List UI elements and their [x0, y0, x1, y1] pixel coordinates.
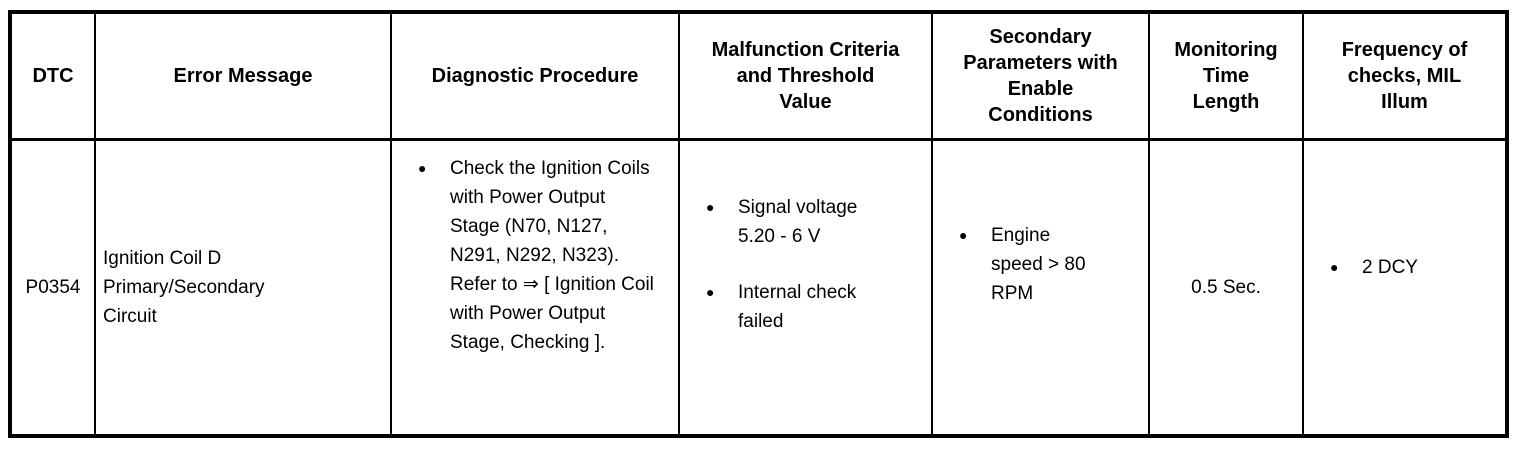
bullet-icon: ● — [706, 283, 715, 300]
column-header-frequency: Frequency of checks, MIL Illum — [1302, 11, 1508, 141]
column-header-label: Monitoring Time Length — [1174, 38, 1278, 113]
table-header-row: DTC Error Message Diagnostic Procedure M… — [9, 11, 1508, 141]
column-header-error-message: Error Message — [94, 11, 392, 141]
cell-dtc-code: P0354 — [9, 138, 96, 437]
list-item: ● Check the Ignition Coils with Power Ou… — [393, 154, 677, 357]
list-item: ● Engine speed > 80 RPM — [934, 221, 1147, 308]
cell-diagnostic-procedure: ● Check the Ignition Coils with Power Ou… — [390, 138, 680, 437]
cell-frequency: ● 2 DCY — [1302, 138, 1508, 437]
list-item: ● 2 DCY — [1305, 253, 1505, 282]
malfunction-criteria-text: Signal voltage 5.20 - 6 V — [738, 196, 858, 247]
dtc-code: P0354 — [25, 276, 81, 298]
bullet-icon: ● — [1330, 258, 1339, 275]
cell-secondary-parameters: ● Engine speed > 80 RPM — [931, 138, 1150, 437]
column-header-label: Diagnostic Procedure — [431, 64, 639, 87]
cell-error-message: Ignition Coil D Primary/Secondary Circui… — [94, 138, 392, 437]
diagnostic-procedure-text: Check the Ignition Coils with Power Outp… — [450, 157, 654, 353]
cell-monitoring-time: 0.5 Sec. — [1148, 138, 1304, 437]
column-header-label: Secondary Parameters with Enable Conditi… — [963, 25, 1118, 126]
column-header-malfunction-criteria: Malfunction Criteria and Threshold Value — [678, 11, 933, 141]
column-header-dtc: DTC — [9, 11, 96, 141]
monitoring-time-text: 0.5 Sec. — [1191, 276, 1261, 298]
column-header-diagnostic-procedure: Diagnostic Procedure — [390, 11, 680, 141]
list-item: ● Signal voltage 5.20 - 6 V — [681, 193, 930, 251]
list-item: ● Internal check failed — [681, 278, 930, 336]
dtc-table: DTC Error Message Diagnostic Procedure M… — [8, 10, 1509, 438]
column-header-secondary-parameters: Secondary Parameters with Enable Conditi… — [931, 11, 1150, 141]
column-header-label: Error Message — [173, 64, 313, 87]
column-header-label: Frequency of checks, MIL Illum — [1341, 38, 1468, 113]
table-row-p0354: P0354 Ignition Coil D Primary/Secondary … — [9, 138, 1508, 437]
column-header-monitoring-time: Monitoring Time Length — [1148, 11, 1304, 141]
column-header-label: Malfunction Criteria and Threshold Value — [711, 38, 900, 113]
secondary-parameters-text: Engine speed > 80 RPM — [991, 224, 1086, 304]
bullet-icon: ● — [418, 159, 427, 176]
malfunction-criteria-text: Internal check failed — [738, 281, 857, 332]
frequency-text: 2 DCY — [1362, 256, 1418, 278]
bullet-icon: ● — [706, 198, 715, 215]
column-header-label: DTC — [32, 64, 74, 87]
cell-malfunction-criteria: ● Signal voltage 5.20 - 6 V ● Internal c… — [678, 138, 933, 437]
error-message-text: Ignition Coil D Primary/Secondary Circui… — [103, 247, 265, 327]
bullet-icon: ● — [959, 226, 968, 243]
